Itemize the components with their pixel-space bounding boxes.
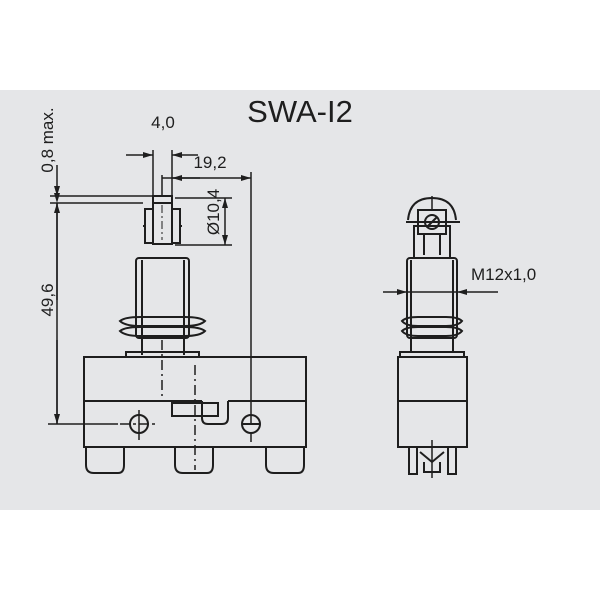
- dim-total-height: 49,6: [38, 283, 57, 316]
- front-dimensions: [48, 150, 252, 425]
- dim-roller-diameter: Ø10,4: [204, 189, 223, 235]
- dim-plunger-offset: 19,2: [193, 153, 226, 172]
- front-view: [83, 195, 307, 474]
- dim-overtravel: 0,8 max.: [38, 107, 57, 172]
- side-view: [397, 196, 468, 478]
- dim-thread: M12x1,0: [471, 265, 536, 284]
- drawing-background: [0, 90, 600, 510]
- dim-plunger-width: 4,0: [151, 113, 175, 132]
- drawing-title: SWA-I2: [247, 94, 353, 129]
